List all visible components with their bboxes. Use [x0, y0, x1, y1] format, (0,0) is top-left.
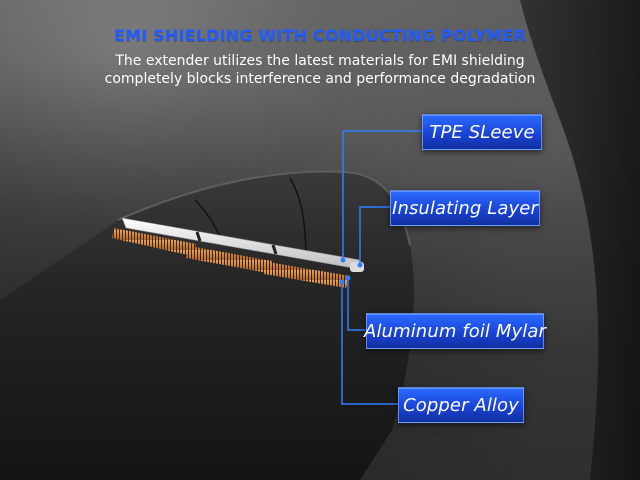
leader-dot-copper	[339, 279, 345, 285]
strip-gap-2	[271, 244, 278, 255]
subtitle-line-2: completely blocks interference and perfo…	[104, 71, 536, 87]
leader-dots	[339, 257, 363, 285]
callout-copper-alloy-label: Copper Alloy	[403, 394, 519, 416]
callout-tpe-sleeve-label: TPE SLeeve	[429, 121, 535, 143]
leader-dot-tpe	[340, 257, 346, 263]
banner-subtitle: The extender utilizes the latest materia…	[0, 52, 640, 88]
leader-line-copper	[341, 282, 398, 405]
leader-lines	[341, 130, 422, 405]
callout-insulating-layer: Insulating Layer	[390, 190, 540, 226]
banner-title: EMI SHIELDING WITH CONDUCTING POLYMER	[113, 26, 527, 45]
copper-pins-2	[186, 246, 272, 273]
leader-dot-insulating	[357, 262, 363, 268]
leader-line-aluminum	[347, 278, 366, 331]
aluminum-strip	[121, 217, 365, 271]
copper-pins-1	[112, 228, 196, 256]
callout-aluminum-foil-mylar: Aluminum foil Mylar	[364, 313, 546, 349]
callout-aluminum-foil-mylar-label: Aluminum foil Mylar	[364, 320, 546, 342]
callout-copper-alloy: Copper Alloy	[398, 387, 524, 423]
callout-insulating-layer-label: Insulating Layer	[392, 197, 538, 219]
strip-gap-1	[195, 231, 202, 242]
leader-line-tpe	[342, 130, 422, 260]
leader-dot-aluminum	[345, 275, 351, 281]
subtitle-line-1: The extender utilizes the latest materia…	[115, 53, 525, 69]
cable-fold-2	[289, 177, 307, 253]
cable-body	[0, 171, 414, 480]
cable-right-curve	[520, 0, 640, 480]
copper-pins-3	[264, 262, 350, 288]
leader-line-insulating	[359, 206, 390, 265]
callout-tpe-sleeve: TPE SLeeve	[422, 114, 542, 150]
